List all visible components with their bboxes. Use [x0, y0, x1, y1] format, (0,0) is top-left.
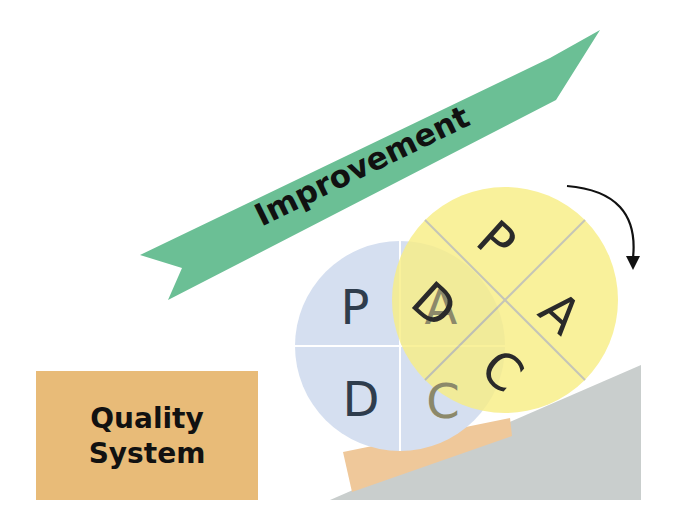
cycle-letter: P [341, 283, 370, 331]
cycle-letter: C [426, 377, 460, 425]
pdca-circle: PACD [392, 187, 618, 413]
circle-group [392, 187, 618, 413]
arrow-head [626, 256, 640, 270]
circle-fill [392, 187, 618, 413]
quality-box: Quality System [36, 371, 258, 500]
box-label: Quality System [77, 401, 217, 471]
cycle-letter: D [343, 375, 380, 423]
